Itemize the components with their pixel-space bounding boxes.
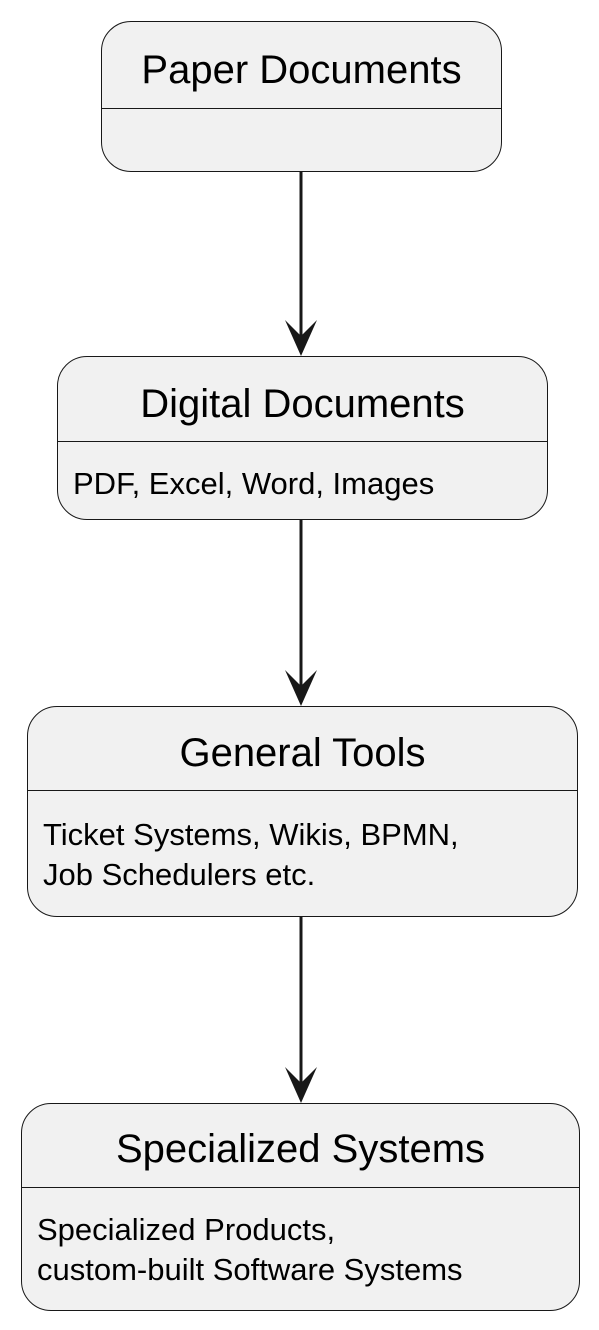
node-title: General Tools xyxy=(179,731,426,775)
arrowhead-icon xyxy=(285,1067,317,1103)
node-body-line: custom-built Software Systems xyxy=(37,1252,463,1287)
node-divider xyxy=(22,1187,579,1188)
node-body: Specialized Products, custom-built Softw… xyxy=(37,1210,569,1290)
node-specialized-systems: Specialized Systems Specialized Products… xyxy=(21,1103,580,1311)
node-body-line: Job Schedulers etc. xyxy=(43,857,316,892)
node-digital-documents: Digital Documents PDF, Excel, Word, Imag… xyxy=(57,356,548,520)
node-body-line: Ticket Systems, Wikis, BPMN, xyxy=(43,817,459,852)
node-body-line: Specialized Products, xyxy=(37,1212,336,1247)
arrowhead-icon xyxy=(285,320,317,356)
node-title: Digital Documents xyxy=(140,382,465,426)
node-divider xyxy=(28,790,577,791)
node-title: Paper Documents xyxy=(141,48,462,92)
node-divider xyxy=(58,441,547,442)
edge-digital-to-general xyxy=(285,520,317,706)
node-body: PDF, Excel, Word, Images xyxy=(73,464,537,504)
node-divider xyxy=(102,108,501,109)
edge-general-to-specialized xyxy=(285,917,317,1103)
node-body: Ticket Systems, Wikis, BPMN, Job Schedul… xyxy=(43,815,567,895)
node-body-line: PDF, Excel, Word, Images xyxy=(73,466,435,501)
edge-paper-to-digital xyxy=(285,172,317,356)
arrowhead-icon xyxy=(285,670,317,706)
node-paper-documents: Paper Documents xyxy=(101,21,502,172)
node-general-tools: General Tools Ticket Systems, Wikis, BPM… xyxy=(27,706,578,917)
node-title: Specialized Systems xyxy=(115,1127,486,1171)
